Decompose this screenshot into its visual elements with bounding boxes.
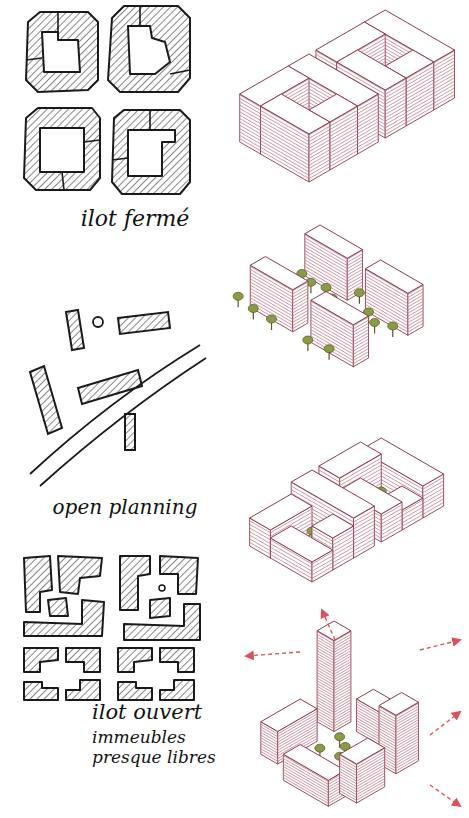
building-roof <box>305 225 363 258</box>
open-block-sketch <box>118 648 152 672</box>
plot-line <box>62 172 64 190</box>
open-block-sketch <box>24 682 58 700</box>
floor-line <box>379 731 418 744</box>
tree-crown <box>370 319 380 327</box>
open-block-sketch <box>160 556 198 594</box>
small-building-sketch <box>159 585 165 591</box>
closed-block-sketch <box>24 108 100 190</box>
view-arrow <box>420 640 460 650</box>
building-roof <box>261 699 317 732</box>
slab-sketch <box>78 370 142 404</box>
view-arrows <box>246 610 460 806</box>
building-roof <box>340 738 385 764</box>
open-block-sketch <box>118 682 152 700</box>
view-arrow <box>430 712 460 735</box>
plot-line <box>170 70 190 74</box>
plot-line <box>84 140 100 142</box>
floor-line <box>261 130 330 158</box>
view-arrow <box>246 652 300 656</box>
open-block-sketch <box>120 556 150 610</box>
open-block-sketch <box>160 648 194 672</box>
building-roof <box>365 260 423 293</box>
road-line <box>30 345 200 474</box>
open-block-sketch <box>48 598 68 616</box>
view-arrow <box>322 610 335 640</box>
floor-line <box>261 151 330 179</box>
tree-crown <box>324 345 334 353</box>
floor-line <box>261 725 317 748</box>
floor-line <box>379 720 418 733</box>
building-roof <box>311 292 369 325</box>
building-roof <box>283 745 345 781</box>
view-arrow <box>430 785 460 806</box>
slab-sketch <box>66 310 84 350</box>
plot-line <box>112 158 128 160</box>
floor-line <box>379 714 418 727</box>
closed-block-sketch <box>26 12 98 92</box>
slab-sketch <box>118 312 170 334</box>
plot-line <box>149 110 151 130</box>
building-roof <box>250 494 312 530</box>
plot-line <box>139 6 141 26</box>
tree-crown <box>335 733 345 741</box>
closed-block-sketch <box>108 6 190 92</box>
closed-block-view <box>240 10 455 182</box>
floor-line <box>261 127 330 155</box>
slab-view <box>233 225 423 367</box>
isometric-views <box>233 10 454 806</box>
tree-crown <box>354 289 364 297</box>
floor-line <box>261 137 330 165</box>
floor-line <box>379 723 418 736</box>
plot-line <box>57 12 59 32</box>
building-roof <box>261 94 330 134</box>
floor-line <box>261 147 330 175</box>
handwritten-label: ilot fermé <box>55 206 215 231</box>
tree-crown <box>248 305 258 313</box>
open-block-sketch <box>66 648 100 672</box>
building-roof <box>270 526 332 562</box>
floor-line <box>261 144 330 172</box>
handwritten-label: ilot ouvert <box>92 700 232 724</box>
building-roof <box>312 514 354 538</box>
floor-line <box>379 733 418 746</box>
building-roof <box>379 693 418 716</box>
floor-line <box>379 728 418 741</box>
slab-sketch <box>125 414 135 450</box>
floor-line <box>379 717 418 730</box>
tree-crown <box>303 336 313 344</box>
plan-sketches <box>24 6 206 700</box>
tree-crown <box>315 744 325 752</box>
open-block-sketch <box>160 680 194 700</box>
building-roof <box>319 442 381 478</box>
open-block-view <box>261 621 419 806</box>
road-line <box>40 358 206 486</box>
tree-crown <box>388 322 398 330</box>
tree-crown <box>233 292 243 300</box>
slab-sketch <box>30 366 62 434</box>
tree-crown <box>321 284 331 292</box>
plot-line <box>26 58 42 60</box>
open-block-sketch <box>150 598 170 618</box>
closed-block-sketch <box>112 110 190 194</box>
floor-line <box>261 141 330 169</box>
floor-line <box>261 728 317 751</box>
handwritten-label: immeubles presque libres <box>92 728 216 767</box>
open-block-sketch <box>66 680 100 700</box>
handwritten-label: open planning <box>45 496 205 519</box>
floor-line <box>261 134 330 162</box>
open-block-sketch <box>58 556 102 594</box>
round-building-sketch <box>93 317 103 327</box>
open-block-sketch <box>24 600 104 636</box>
tree-crown <box>267 315 277 323</box>
building-roof <box>250 257 308 290</box>
floor-line <box>379 725 418 738</box>
open-block-sketch <box>124 604 200 640</box>
stepped-block-view <box>250 438 444 582</box>
open-block-sketch <box>24 648 58 672</box>
